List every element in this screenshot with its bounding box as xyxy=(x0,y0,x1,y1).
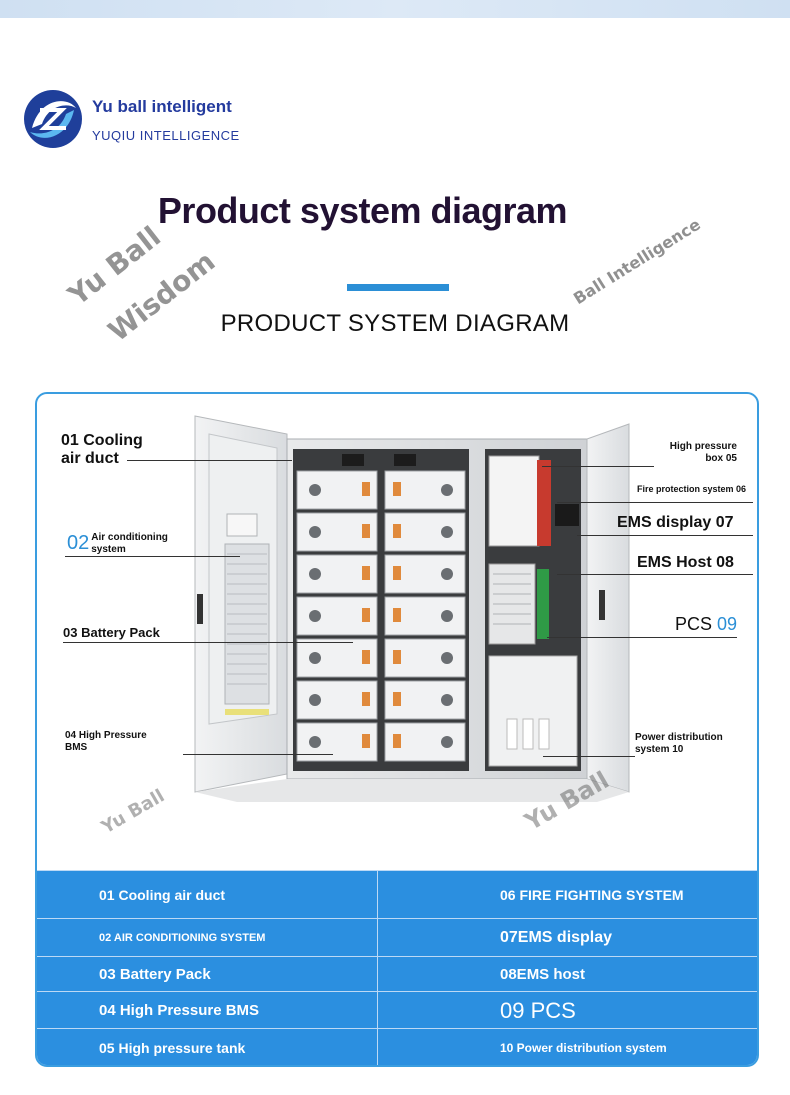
callout-air-conditioning: 02 Air conditioning system xyxy=(67,532,168,555)
callout-02-number: 02 xyxy=(67,532,90,554)
brand-logo-icon xyxy=(24,90,82,148)
callout-09-number: 09 xyxy=(717,614,738,634)
callout-pcs: PCS 09 xyxy=(675,614,737,635)
callout-high-pressure-box: High pressure box 05 xyxy=(657,441,737,464)
callout-10-line2: system 10 xyxy=(635,743,684,755)
title-accent-bar xyxy=(347,284,449,291)
leader-line-07 xyxy=(577,535,753,536)
diagram-panel: 01 Cooling air duct 02 Air conditioning … xyxy=(35,392,759,1067)
table-cell-right: 06 FIRE FIGHTING SYSTEM xyxy=(500,887,684,903)
callout-cooling-air-duct: 01 Cooling air duct xyxy=(61,432,143,469)
table-cell-right: 10 Power distribution system xyxy=(500,1040,667,1055)
callout-01-line2: air duct xyxy=(61,450,119,468)
table-cell-left: 03 Battery Pack xyxy=(99,966,211,983)
callout-ems-host: EMS Host 08 xyxy=(637,554,734,571)
table-row: 02 AIR CONDITIONING SYSTEM 07EMS display xyxy=(37,918,757,957)
table-cell-left: 05 High pressure tank xyxy=(99,1039,246,1056)
callout-05-line2: box 05 xyxy=(705,452,737,464)
callout-10-line1: Power distribution xyxy=(635,732,723,743)
table-row: 03 Battery Pack 08EMS host xyxy=(37,956,757,992)
leader-line-05 xyxy=(542,466,654,467)
callout-02-line2: system xyxy=(91,543,126,555)
energy-storage-cabinet-illustration xyxy=(194,415,630,802)
top-banner-strip xyxy=(0,0,790,18)
page-subtitle: PRODUCT SYSTEM DIAGRAM xyxy=(220,310,570,337)
table-cell-left: 04 High Pressure BMS xyxy=(99,1002,260,1019)
callout-04-line2: BMS xyxy=(65,741,88,753)
table-cell-left: 02 AIR CONDITIONING SYSTEM xyxy=(99,932,266,944)
callout-02-line1: Air conditioning xyxy=(91,532,168,543)
leader-line-09 xyxy=(547,637,737,638)
leader-line-10 xyxy=(543,756,635,757)
leader-line-04 xyxy=(183,754,333,755)
page-title: Product system diagram xyxy=(157,190,568,231)
leader-line-02 xyxy=(65,556,240,557)
callout-01-line1: 01 Cooling xyxy=(61,432,143,449)
leader-line-08 xyxy=(557,574,753,575)
table-cell-right: 09 PCS xyxy=(500,997,576,1023)
brand-name: Yu ball intelligent xyxy=(92,97,232,116)
table-divider xyxy=(377,870,378,1065)
table-row: 04 High Pressure BMS 09 PCS xyxy=(37,991,757,1029)
table-row: 05 High pressure tank 10 Power distribut… xyxy=(37,1028,757,1065)
leader-line-06 xyxy=(557,502,753,503)
callout-high-pressure-bms: 04 High Pressure BMS xyxy=(65,730,147,753)
callout-battery-pack: 03 Battery Pack xyxy=(63,625,160,640)
brand-subname: YUQIU INTELLIGENCE xyxy=(92,128,240,143)
callout-ems-display: EMS display 07 xyxy=(617,514,734,531)
leader-line-01 xyxy=(127,460,292,461)
callout-09-text: PCS xyxy=(675,614,713,634)
table-row: 01 Cooling air duct 06 FIRE FIGHTING SYS… xyxy=(37,870,757,919)
leader-line-03 xyxy=(63,642,353,643)
table-cell-right: 08EMS host xyxy=(500,966,586,983)
callout-05-line1: High pressure xyxy=(669,441,737,452)
callout-04-line1: 04 High Pressure xyxy=(65,730,147,741)
callout-power-distribution: Power distribution system 10 xyxy=(635,732,723,755)
table-cell-right: 07EMS display xyxy=(500,929,613,946)
table-cell-left: 01 Cooling air duct xyxy=(99,887,226,903)
component-legend-table: 01 Cooling air duct 06 FIRE FIGHTING SYS… xyxy=(37,870,757,1065)
callout-fire-protection: Fire protection system 06 xyxy=(637,484,747,494)
